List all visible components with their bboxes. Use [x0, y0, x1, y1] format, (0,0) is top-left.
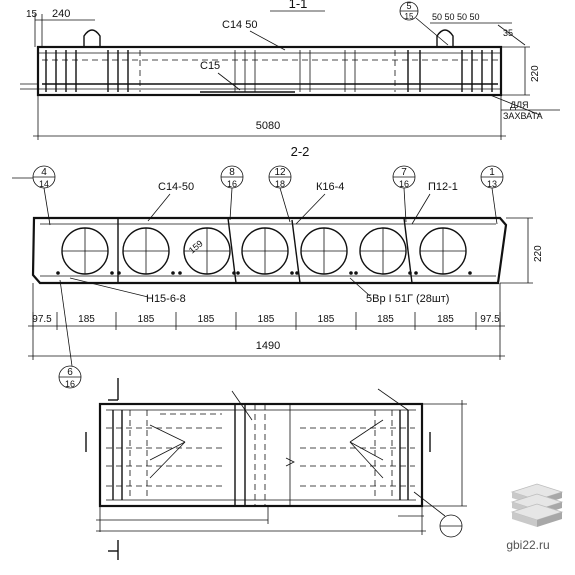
- rebar-dot: [171, 271, 175, 275]
- label-c14-50: С14-50: [158, 181, 194, 193]
- svg-text:13: 13: [487, 179, 497, 189]
- dim-chain-value: 185: [377, 314, 394, 325]
- section-2-2-title: 2-2: [291, 144, 310, 159]
- watermark: gbi22.ru: [506, 483, 564, 552]
- rebar-dot: [236, 271, 240, 275]
- callout-bubble-12-18: 12 18: [268, 165, 292, 223]
- lifting-loop-right: [436, 29, 454, 47]
- dim-chain-value: 185: [258, 314, 275, 325]
- rebar-dot: [354, 271, 358, 275]
- dim-240-top: 240: [52, 8, 70, 20]
- svg-text:6: 6: [67, 367, 73, 378]
- dim-35: 35: [503, 28, 513, 38]
- grip-note-line1: ДЛЯ: [510, 100, 529, 110]
- callout-bubble-1-13: 1 13: [480, 165, 504, 225]
- slab-side-outline: [36, 45, 503, 97]
- rebar-dot: [290, 271, 294, 275]
- svg-text:7: 7: [401, 167, 407, 178]
- watermark-site: gbi22.ru: [506, 538, 549, 552]
- hollow-cores: [56, 227, 472, 275]
- callout-bubble-5-15: 5 15: [399, 1, 449, 46]
- dim-50-row: 50 50 50 50: [432, 12, 480, 22]
- dim-chain-value: 185: [318, 314, 335, 325]
- callout-bubble-6-16: 6 16: [58, 279, 82, 389]
- svg-text:16: 16: [65, 379, 75, 389]
- rebar-dot: [414, 271, 418, 275]
- rebar-dot: [110, 271, 114, 275]
- lifting-loop-left: [83, 29, 101, 47]
- label-n15-6-8: Н15-6-8: [146, 293, 186, 305]
- label-c15-section: С15: [200, 60, 220, 72]
- rebar-dot: [56, 271, 60, 275]
- callout-bubble-4-14: 4 14: [12, 165, 56, 226]
- plan-view: [85, 378, 467, 560]
- svg-text:12: 12: [274, 167, 286, 178]
- dim-15-top: 15: [26, 9, 38, 20]
- rebar-dot: [178, 271, 182, 275]
- end-cage-left: [45, 50, 141, 92]
- end-cage-right: [394, 50, 493, 92]
- svg-text:1: 1: [489, 167, 495, 178]
- section-1-1: 1-1: [20, 0, 560, 140]
- dim-chain-cores: 97.5 185 185 185 185 185 185 185 97.5: [32, 312, 501, 330]
- svg-text:5: 5: [406, 1, 411, 11]
- dim-chain-value: 185: [198, 314, 215, 325]
- label-k16-4: К16-4: [316, 181, 344, 193]
- grip-note-line2: ЗАХВАТА: [503, 111, 543, 121]
- svg-text:8: 8: [229, 167, 235, 178]
- svg-text:14: 14: [39, 179, 49, 189]
- dim-5080-section: 5080: [256, 120, 280, 132]
- dim-220-side: 220: [530, 65, 541, 82]
- callout-bubble-8-16: 8 16: [220, 165, 244, 221]
- svg-text:16: 16: [227, 179, 237, 189]
- callout-bubble-13-19: [413, 491, 463, 538]
- label-p12-1: П12-1: [428, 181, 458, 193]
- label-c14-50-top: С14 50: [222, 19, 257, 31]
- callout-bubble-7-16: 7 16: [392, 165, 416, 223]
- dim-chain-value: 97.5: [480, 314, 500, 325]
- section-1-1-title: 1-1: [289, 0, 308, 11]
- dim-chain-value: 185: [78, 314, 95, 325]
- plan-outline: [98, 402, 424, 508]
- svg-text:15: 15: [405, 12, 414, 21]
- dim-220-section: 220: [533, 245, 544, 262]
- section-2-2: 2-2 4 14 С14-50 8 16 12 18: [12, 144, 544, 389]
- stacked-slabs-logo: [510, 483, 564, 527]
- svg-text:18: 18: [275, 179, 285, 189]
- rebar-dot: [468, 271, 472, 275]
- label-bars-28: 5Вр I 51Г (28шт): [366, 293, 449, 305]
- dim-chain-value: 185: [138, 314, 155, 325]
- svg-text:4: 4: [41, 167, 47, 178]
- dim-chain-value: 185: [437, 314, 454, 325]
- dim-159-diameter: 159: [187, 238, 205, 255]
- dim-chain-value: 97.5: [32, 314, 52, 325]
- rebar-dot: [295, 271, 299, 275]
- rebar-dot: [349, 271, 353, 275]
- slab-cross-section-outline: [31, 216, 508, 285]
- svg-text:16: 16: [399, 179, 409, 189]
- dim-1490-section: 1490: [256, 340, 280, 352]
